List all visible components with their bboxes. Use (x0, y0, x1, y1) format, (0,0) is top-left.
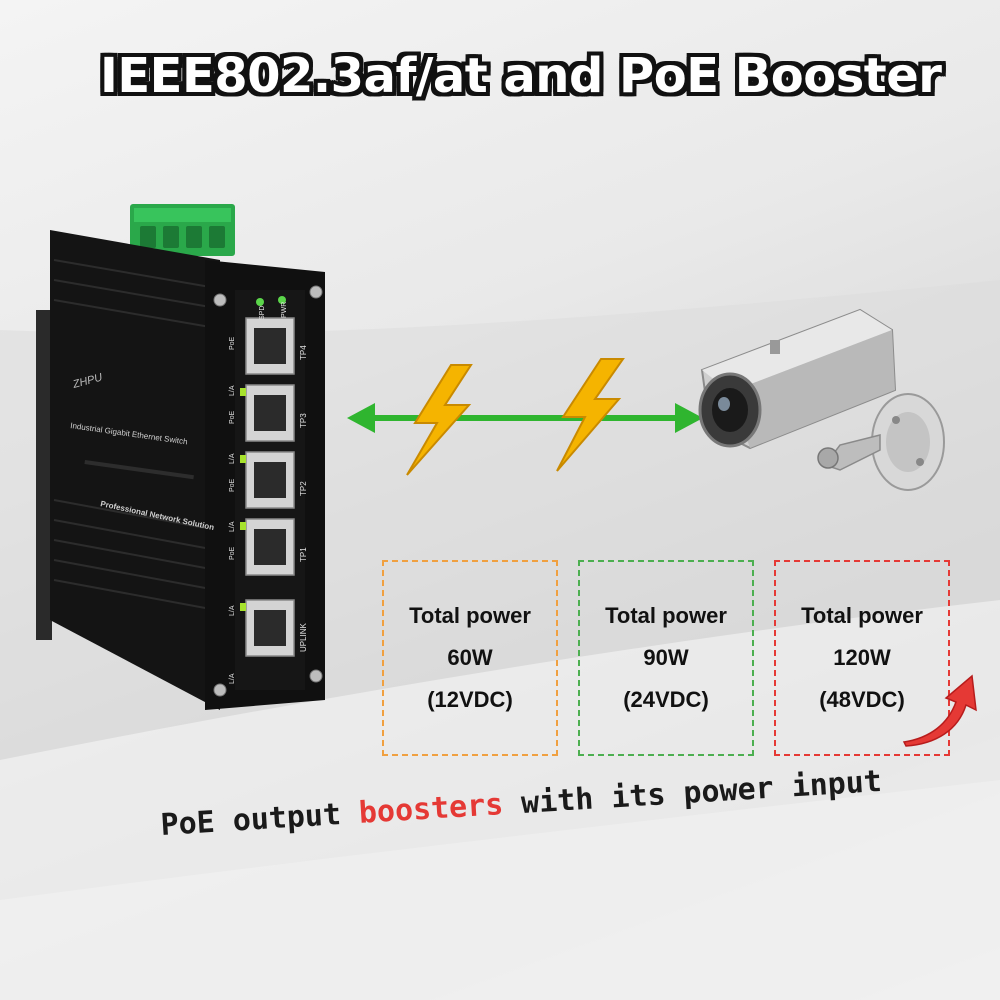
port-label-tp2: TP2 (299, 481, 308, 496)
led-label-spd: SPD (259, 306, 266, 320)
power-option-voltage: (48VDC) (819, 687, 905, 712)
power-option-voltage: (12VDC) (427, 687, 513, 712)
power-option-60w: Total power 60W (12VDC) (382, 560, 558, 756)
port-tag-la: L/A (229, 385, 236, 396)
lightning-bolt-icon (556, 358, 625, 472)
port-tag-la: L/A (229, 605, 236, 616)
port-label-tp4: TP4 (299, 345, 308, 360)
power-option-watts: 120W (833, 645, 891, 670)
power-option-watts: 60W (447, 645, 493, 670)
double-arrow-icon (347, 403, 703, 433)
curved-up-arrow-icon (902, 674, 977, 747)
cctv-camera-icon (698, 308, 945, 491)
port-label-tp1: TP1 (299, 547, 308, 562)
power-link (347, 358, 703, 476)
port-tag-poe: PoE (229, 546, 236, 560)
power-option-90w: Total power 90W (24VDC) (578, 560, 754, 756)
power-option-watts: 90W (643, 645, 689, 670)
power-option-label: Total power (801, 603, 923, 628)
power-option-label: Total power (605, 603, 727, 628)
port-label-tp3: TP3 (299, 413, 308, 428)
port-tag-la: L/A (229, 453, 236, 464)
port-tag-poe: PoE (229, 336, 236, 350)
port-label-uplink: UPLINK (299, 622, 308, 652)
port-tag-la: L/A (229, 673, 236, 684)
poe-switch-device: ZHPU Industrial Gigabit Ethernet Switch … (36, 204, 325, 710)
power-option-120w: Total power 120W (48VDC) (774, 560, 950, 756)
tagline-highlight: boosters (357, 787, 505, 831)
power-terminal-block (130, 204, 235, 256)
power-option-voltage: (24VDC) (623, 687, 709, 712)
lightning-bolt-icon (406, 364, 473, 476)
port-tag-la: L/A (229, 521, 236, 532)
led-label-pwr: PWR (281, 302, 288, 318)
power-option-label: Total power (409, 603, 531, 628)
port-tag-poe: PoE (229, 410, 236, 424)
port-tag-poe: PoE (229, 478, 236, 492)
headline: IEEE802.3af/at and PoE Booster (100, 48, 942, 104)
